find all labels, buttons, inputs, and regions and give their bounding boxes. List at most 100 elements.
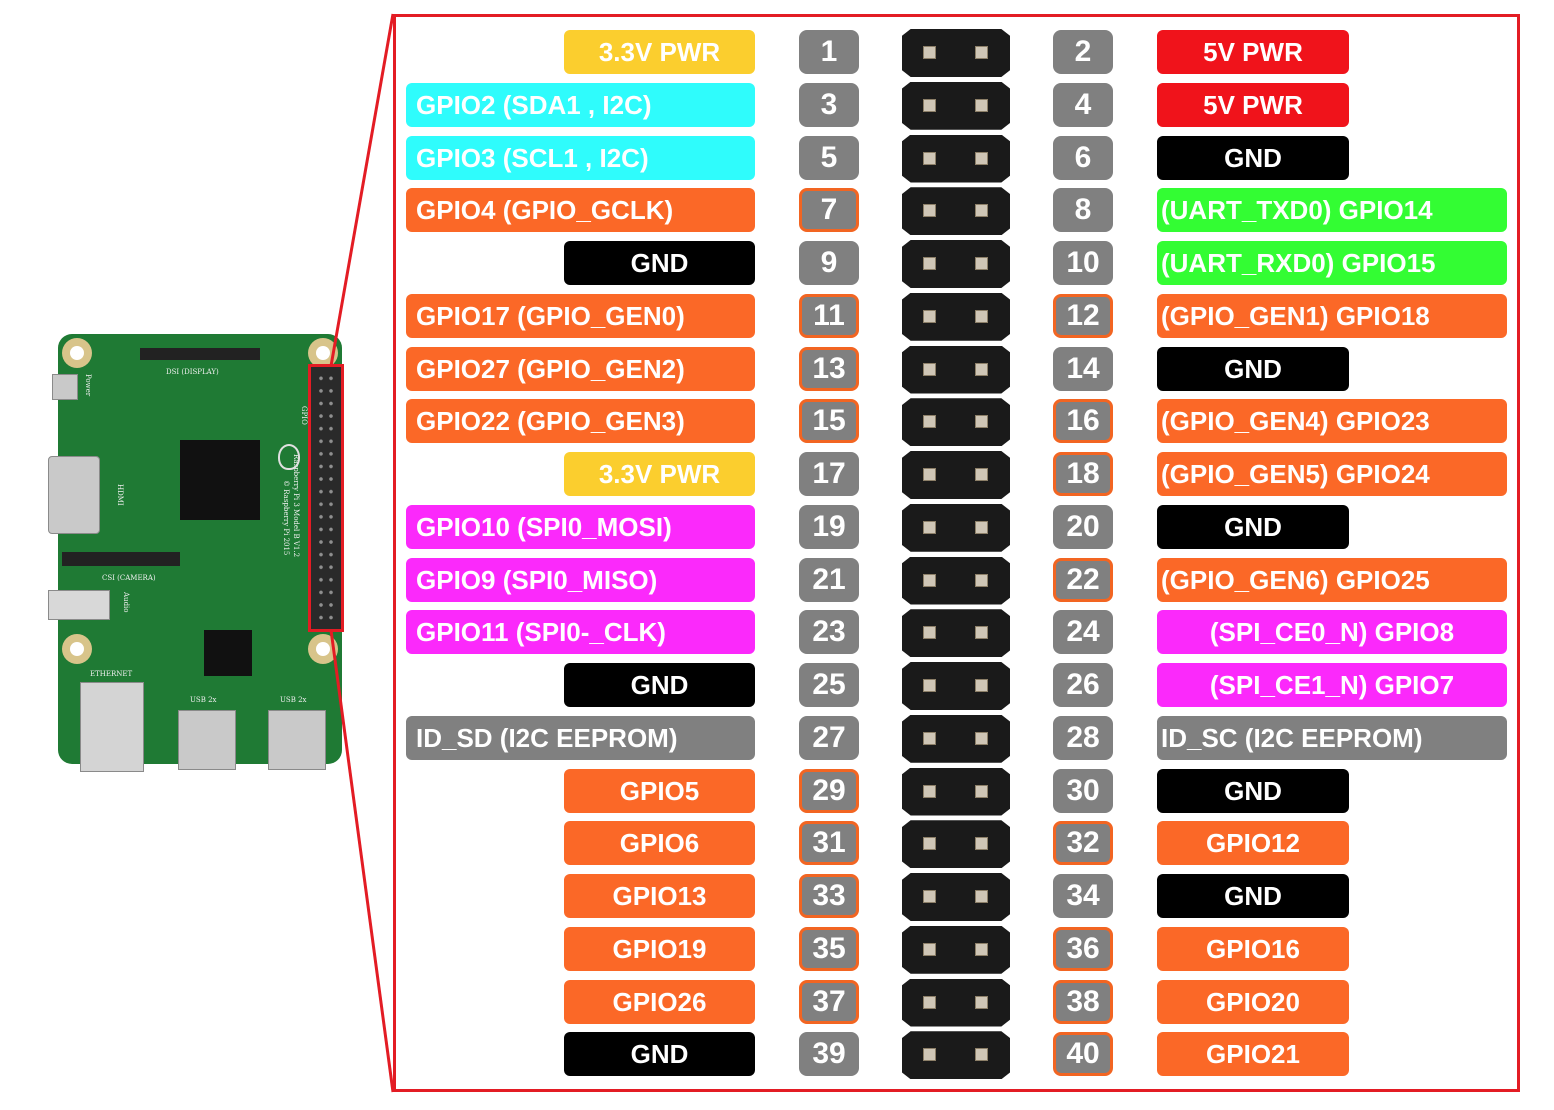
dsi-connector (140, 348, 260, 360)
header-segment (902, 609, 1010, 658)
pin-23-label: GPIO11 (SPI0-_CLK) (406, 610, 755, 655)
header-pin-27 (923, 731, 936, 745)
header-segment (902, 767, 1010, 816)
header-pin-38 (975, 995, 988, 1009)
pin-24-number: 24 (1053, 610, 1113, 655)
header-pin-28 (975, 731, 988, 745)
ethernet-port (80, 682, 144, 772)
header-pin-34 (975, 890, 988, 903)
pin-11-number: 11 (799, 293, 859, 338)
pin-38-label: GPIO20 (1157, 979, 1349, 1024)
pin-34-number: 34 (1053, 874, 1113, 918)
pin-16-number: 16 (1053, 399, 1113, 444)
header-pin-40 (975, 1048, 988, 1062)
header-segment (902, 503, 1010, 552)
header-segment (902, 29, 1010, 77)
pin-4-label: 5V PWR (1157, 82, 1349, 127)
pin-19-number: 19 (799, 504, 859, 549)
pin-25-number: 25 (799, 663, 859, 707)
header-pin-17 (923, 468, 936, 481)
pin-12-label: (GPIO_GEN1) GPIO18 (1157, 293, 1507, 338)
header-pin-7 (923, 204, 936, 218)
pin-13-label: GPIO27 (GPIO_GEN2) (406, 346, 755, 391)
header-pin-23 (923, 626, 936, 640)
pin-11-label: GPIO17 (GPIO_GEN0) (406, 293, 755, 338)
header-segment (902, 240, 1010, 288)
soc-chip (180, 440, 260, 520)
header-pin-18 (975, 468, 988, 481)
header-pin-3 (923, 98, 936, 112)
header-pin-37 (923, 995, 936, 1009)
header-segment (902, 1031, 1010, 1080)
header-segment (902, 345, 1010, 394)
header-pin-33 (923, 890, 936, 903)
pin-33-label: GPIO13 (564, 874, 755, 918)
pin-26-label: (SPI_CE1_N) GPIO7 (1157, 663, 1507, 707)
header-pin-30 (975, 784, 988, 798)
pin-23-number: 23 (799, 610, 859, 655)
pin-33-number: 33 (799, 874, 859, 918)
micro-usb-power-port (52, 374, 78, 400)
mounting-hole-top-left (62, 338, 92, 368)
pin-37-number: 37 (799, 979, 859, 1024)
pin-14-number: 14 (1053, 346, 1113, 391)
pin-30-number: 30 (1053, 768, 1113, 813)
pin-40-number: 40 (1053, 1032, 1113, 1077)
pin-36-label: GPIO16 (1157, 926, 1349, 971)
header-pin-10 (975, 257, 988, 270)
header-pin-16 (975, 415, 988, 429)
header-pin-4 (975, 98, 988, 112)
header-pin-29 (923, 784, 936, 798)
header-segment (902, 662, 1010, 710)
pin-36-number: 36 (1053, 926, 1113, 971)
header-pin-14 (975, 362, 988, 376)
ethernet-label: ETHERNET (90, 670, 133, 678)
pin-15-label: GPIO22 (GPIO_GEN3) (406, 399, 755, 444)
pin-18-number: 18 (1053, 452, 1113, 496)
pin-3-number: 3 (799, 82, 859, 127)
pin-2-number: 2 (1053, 30, 1113, 74)
header-pin-19 (923, 520, 936, 534)
pin-28-label: ID_SC (I2C EEPROM) (1157, 715, 1507, 760)
header-segment (902, 398, 1010, 447)
dsi-label: DSI (DISPLAY) (166, 368, 219, 376)
hdmi-port (48, 456, 100, 534)
header-pin-6 (975, 151, 988, 165)
mounting-hole-bottom-left (62, 634, 92, 664)
pin-31-label: GPIO6 (564, 821, 755, 866)
usb-right-label: USB 2x (280, 696, 307, 704)
header-segment (902, 451, 1010, 499)
pin-21-label: GPIO9 (SPI0_MISO) (406, 557, 755, 602)
pin-17-number: 17 (799, 452, 859, 496)
board-gpio-pins (316, 372, 336, 624)
pin-38-number: 38 (1053, 979, 1113, 1024)
pin-3-label: GPIO2 (SDA1 , I2C) (406, 82, 755, 127)
header-segment (902, 187, 1010, 236)
board-gpio-header-highlight (308, 364, 344, 632)
pin-35-number: 35 (799, 926, 859, 971)
pin-19-label: GPIO10 (SPI0_MOSI) (406, 504, 755, 549)
csi-label: CSI (CAMERA) (102, 574, 156, 582)
header-pin-36 (975, 942, 988, 956)
pin-28-number: 28 (1053, 715, 1113, 760)
header-pin-22 (975, 573, 988, 587)
pin-14-label: GND (1157, 346, 1349, 391)
gpio-header-strip (902, 26, 1010, 1080)
pin-25-label: GND (564, 663, 755, 707)
header-pin-9 (923, 257, 936, 270)
pin-15-number: 15 (799, 399, 859, 444)
header-segment (902, 873, 1010, 921)
pin-26-number: 26 (1053, 663, 1113, 707)
pin-9-label: GND (564, 241, 755, 285)
pin-16-label: (GPIO_GEN4) GPIO23 (1157, 399, 1507, 444)
pin-20-number: 20 (1053, 504, 1113, 549)
header-pin-25 (923, 679, 936, 692)
pin-9-number: 9 (799, 241, 859, 285)
pin-21-number: 21 (799, 557, 859, 602)
header-segment (902, 978, 1010, 1027)
lan-chip (204, 630, 252, 676)
header-pin-39 (923, 1048, 936, 1062)
pin-35-label: GPIO19 (564, 926, 755, 971)
pin-37-label: GPIO26 (564, 979, 755, 1024)
